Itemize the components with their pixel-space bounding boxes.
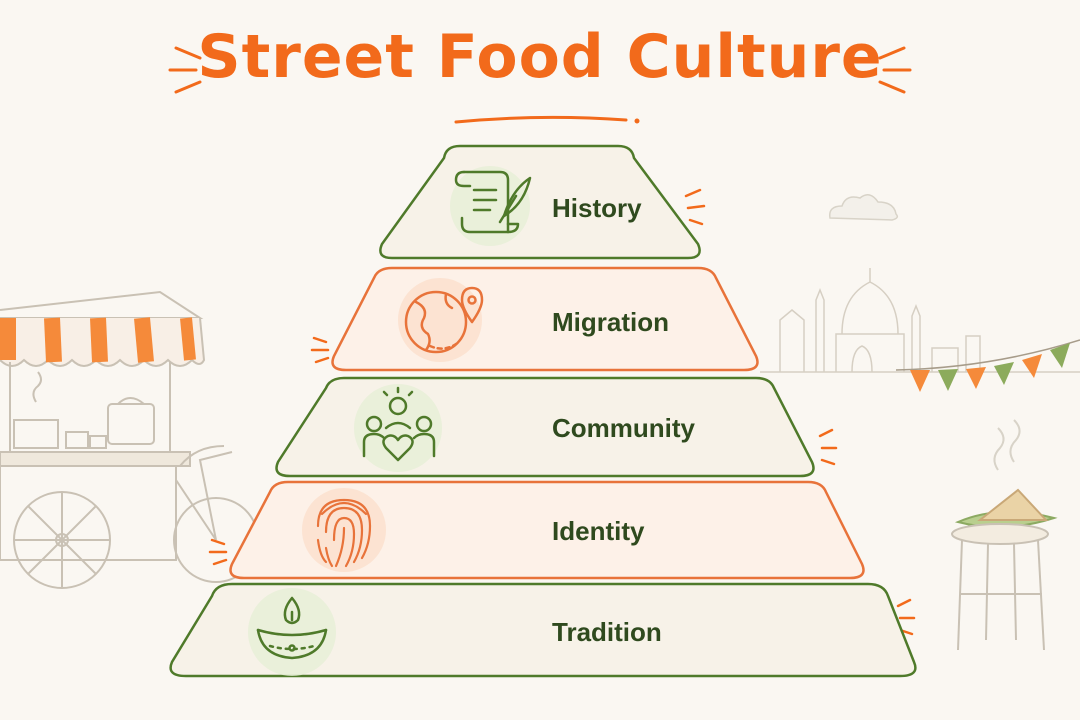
pyramid-layer-tradition [169,582,917,678]
pyramid-layer-history [379,144,701,260]
title-underline [454,115,640,124]
pyramid-layer-identity [229,480,865,580]
page-title: Street Food Culture [197,22,883,92]
scroll-quill-icon [450,166,532,246]
food-cart-illustration [0,290,259,589]
diya-lamp-icon [248,588,336,676]
layer-label-history: History [552,193,642,223]
fingerprint-icon [302,488,386,572]
globe-location-pin-icon [398,278,484,362]
title-sparkles-left [168,46,202,94]
cloud-icon [829,194,899,221]
accent-sparkles [208,188,916,636]
taj-mahal-sketch [760,268,1080,373]
layer-label-identity: Identity [552,516,645,546]
title-sparkles-right [878,46,912,94]
layer-label-migration: Migration [552,307,669,337]
bunting-flags [895,339,1080,392]
people-heart-icon [354,384,442,472]
pyramid-layer-migration [331,266,759,372]
samosa-stool-illustration [951,419,1058,651]
layer-label-tradition: Tradition [552,617,662,647]
layer-label-community: Community [552,413,695,443]
